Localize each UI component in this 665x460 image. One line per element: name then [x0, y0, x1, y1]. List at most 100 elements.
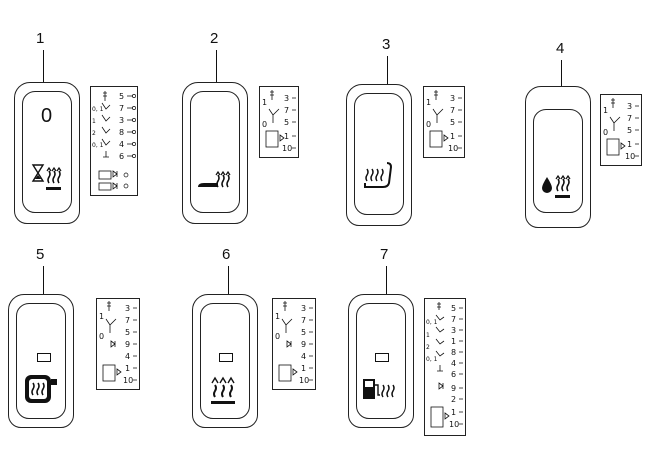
pin-label: 3	[125, 304, 130, 313]
wiring-schematic: 5 7 3 1 8 4 6 9 2 1 10 0, 1 1 2 0, 1	[424, 298, 466, 436]
position-label: 0	[99, 332, 104, 341]
pin-label: 3	[301, 304, 306, 313]
pin-label: 10	[299, 376, 309, 385]
pin-label: 5	[119, 92, 124, 101]
rocker-switch: 0	[14, 82, 80, 224]
heated-seat-full-icon	[364, 162, 393, 188]
position-label: 2	[426, 344, 430, 351]
position-label: 0, 1	[426, 319, 438, 326]
pin-label: 1	[451, 337, 456, 346]
pin-label: 10	[449, 420, 459, 429]
pin-label: 7	[627, 114, 632, 123]
switch-face	[200, 303, 250, 419]
position-label: 1	[262, 98, 267, 107]
pin-label: 9	[301, 340, 306, 349]
pin-label: 6	[451, 370, 456, 379]
pin-label: 8	[451, 348, 456, 357]
wiring-schematic: 3 7 5 1 10 1 0	[259, 86, 299, 158]
leader-line	[387, 56, 388, 84]
position-label: 0, 1	[92, 142, 104, 149]
heated-seat-timer-icon	[31, 164, 62, 190]
wiring-schematic: 3 7 5 9 4 1 10 1 0	[96, 298, 140, 390]
pin-label: 10	[123, 376, 133, 385]
pin-label: 7	[451, 315, 456, 324]
switch-face	[16, 303, 66, 419]
callout-number: 1	[36, 30, 45, 47]
wiring-schematic: 3 7 5 1 10 1 0	[600, 94, 642, 166]
pin-label: 1	[284, 132, 289, 141]
position-label: 0, 1	[92, 106, 104, 113]
pin-label: 4	[451, 359, 456, 368]
position-label: 1	[99, 312, 104, 321]
pin-label: 3	[119, 116, 124, 125]
position-label: 1	[426, 98, 431, 107]
leader-line	[386, 266, 387, 294]
pin-label: 7	[284, 106, 289, 115]
switch-face	[354, 93, 404, 215]
pin-label: 9	[125, 340, 130, 349]
position-label: 1	[426, 332, 430, 339]
pin-label: 8	[119, 128, 124, 137]
position-label: 2	[92, 130, 96, 137]
callout-number: 2	[210, 30, 219, 47]
pin-label: 9	[451, 384, 456, 393]
position-label: 1	[275, 312, 280, 321]
leader-line	[43, 50, 44, 82]
heated-rear-window-icon	[211, 376, 235, 404]
pin-label: 5	[450, 118, 455, 127]
leader-line	[228, 266, 229, 294]
pin-label: 3	[284, 94, 289, 103]
heated-steering-wheel-icon	[25, 375, 57, 403]
pin-label: 10	[282, 144, 292, 153]
position-label: 0, 1	[426, 356, 438, 363]
wiring-schematic: 3 7 5 1 10 1 0	[423, 86, 465, 158]
pin-label: 5	[284, 118, 289, 127]
heated-washer-fluid-icon	[542, 174, 571, 198]
heated-seat-cushion-icon	[198, 170, 231, 188]
indicator-led	[219, 353, 233, 362]
pin-label: 3	[451, 326, 456, 335]
position-label: 1	[603, 106, 608, 115]
pin-label: 1	[450, 132, 455, 141]
pin-label: 5	[301, 328, 306, 337]
callout-number: 7	[380, 246, 389, 263]
callout-number: 3	[382, 36, 391, 53]
pin-label: 1	[301, 364, 306, 373]
pin-label: 7	[450, 106, 455, 115]
rocker-switch	[192, 294, 258, 428]
position-label: 0	[426, 120, 431, 129]
pin-label: 4	[119, 140, 124, 149]
pin-label: 5	[627, 126, 632, 135]
pin-label: 4	[125, 352, 130, 361]
switch-off-label: 0	[41, 105, 53, 127]
callout-number: 6	[222, 246, 231, 263]
leader-line	[43, 266, 44, 294]
pin-label: 6	[119, 152, 124, 161]
heated-fuel-filter-icon	[363, 379, 395, 399]
leader-line	[561, 60, 562, 86]
callout-number: 5	[36, 246, 45, 263]
pin-label: 7	[125, 316, 130, 325]
wiring-schematic: 3 7 5 9 4 1 10 1 0	[272, 298, 316, 390]
switch-face	[533, 109, 583, 213]
rocker-switch	[346, 84, 412, 226]
pin-label: 10	[625, 152, 635, 161]
pin-label: 3	[627, 102, 632, 111]
callout-number: 4	[556, 40, 565, 57]
pin-label: 7	[119, 104, 124, 113]
rocker-switch	[182, 82, 248, 224]
pin-label: 2	[451, 395, 456, 404]
rocker-switch	[348, 294, 414, 428]
rocker-switch	[8, 294, 74, 428]
switch-face	[356, 303, 406, 419]
pin-label: 4	[301, 352, 306, 361]
position-label: 0	[262, 120, 267, 129]
pin-label: 1	[627, 140, 632, 149]
rocker-switch	[525, 86, 591, 228]
position-label: 1	[92, 118, 96, 125]
pin-label: 5	[125, 328, 130, 337]
leader-line	[216, 50, 217, 82]
indicator-led	[375, 353, 389, 362]
position-label: 0	[275, 332, 280, 341]
pin-label: 7	[301, 316, 306, 325]
